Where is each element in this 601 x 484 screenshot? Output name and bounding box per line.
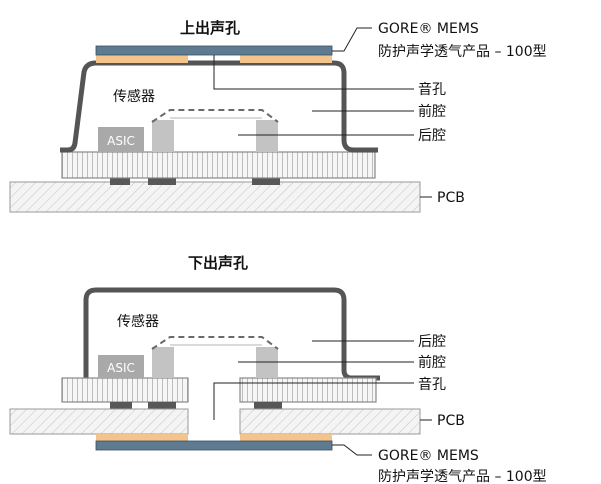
- top-sensor-diaphragm: [151, 109, 279, 123]
- bottom-panel-title: 下出声孔: [188, 254, 248, 272]
- bottom-solder-pad: [148, 402, 176, 409]
- bottom-membrane-label-line2: 防护声学透气产品 – 100型: [378, 469, 547, 484]
- top-sound-hole-label: 音孔: [418, 81, 446, 98]
- top-pcb-label: PCB: [437, 190, 465, 206]
- top-membrane-label-line1: GORE® MEMS: [378, 21, 479, 37]
- top-membrane-leader: [332, 27, 372, 52]
- bottom-solder-pad: [254, 402, 282, 409]
- top-sensor-label: 传感器: [113, 88, 155, 105]
- bottom-gore-membrane: [95, 440, 333, 451]
- top-back-cavity-label: 后腔: [418, 128, 446, 144]
- top-front-cavity-label: 前腔: [418, 103, 446, 120]
- bottom-substrate-right: [239, 377, 377, 403]
- bottom-membrane-adhesive: [240, 434, 332, 441]
- bottom-sensor-post: [152, 347, 174, 378]
- bottom-membrane-adhesive: [96, 434, 188, 441]
- bottom-front-cavity-label: 前腔: [418, 354, 446, 371]
- top-pcb-board: [9, 181, 421, 213]
- bottom-membrane-leader: [332, 444, 372, 456]
- top-sound-hole-leader: [213, 55, 414, 90]
- bottom-sensor-label: 传感器: [117, 313, 159, 330]
- top-membrane-adhesive: [240, 55, 332, 63]
- top-solder-pad: [252, 178, 280, 185]
- top-asic-chip: [98, 127, 144, 152]
- bottom-substrate-left: [61, 377, 189, 403]
- top-membrane-label-line2: 防护声学透气产品 – 100型: [378, 44, 547, 60]
- bottom-metal-lid: [83, 287, 380, 381]
- bottom-solder-pad: [110, 402, 132, 409]
- top-asic-label: ASIC: [107, 134, 135, 148]
- top-solder-pad: [148, 178, 176, 185]
- bottom-sensor-diaphragm: [151, 336, 279, 350]
- bottom-asic-chip: [98, 355, 144, 378]
- bottom-membrane-label-line1: GORE® MEMS: [378, 448, 479, 464]
- bottom-back-cavity-label: 后腔: [418, 334, 446, 350]
- bottom-pcb-board-left: [9, 408, 189, 435]
- top-panel-title: 上出声孔: [180, 19, 240, 37]
- top-solder-pad: [110, 178, 130, 185]
- top-gore-membrane: [95, 45, 333, 56]
- bottom-sound-hole-leader: [213, 382, 414, 420]
- top-substrate: [61, 151, 376, 179]
- top-membrane-adhesive: [96, 55, 188, 63]
- top-sensor-post: [256, 120, 278, 152]
- bottom-panel: 下出声孔 ASIC 传感器 后腔 前腔: [9, 254, 547, 484]
- top-metal-lid: [60, 60, 378, 153]
- bottom-pcb-board-right: [239, 408, 421, 435]
- top-panel: 上出声孔 ASIC 传感器 GORE® MEMS 防护声学透气产品: [9, 19, 547, 213]
- bottom-asic-label: ASIC: [107, 361, 135, 375]
- bottom-pcb-label: PCB: [437, 413, 465, 429]
- top-sensor-post: [152, 120, 174, 152]
- bottom-sound-hole-label: 音孔: [418, 376, 446, 393]
